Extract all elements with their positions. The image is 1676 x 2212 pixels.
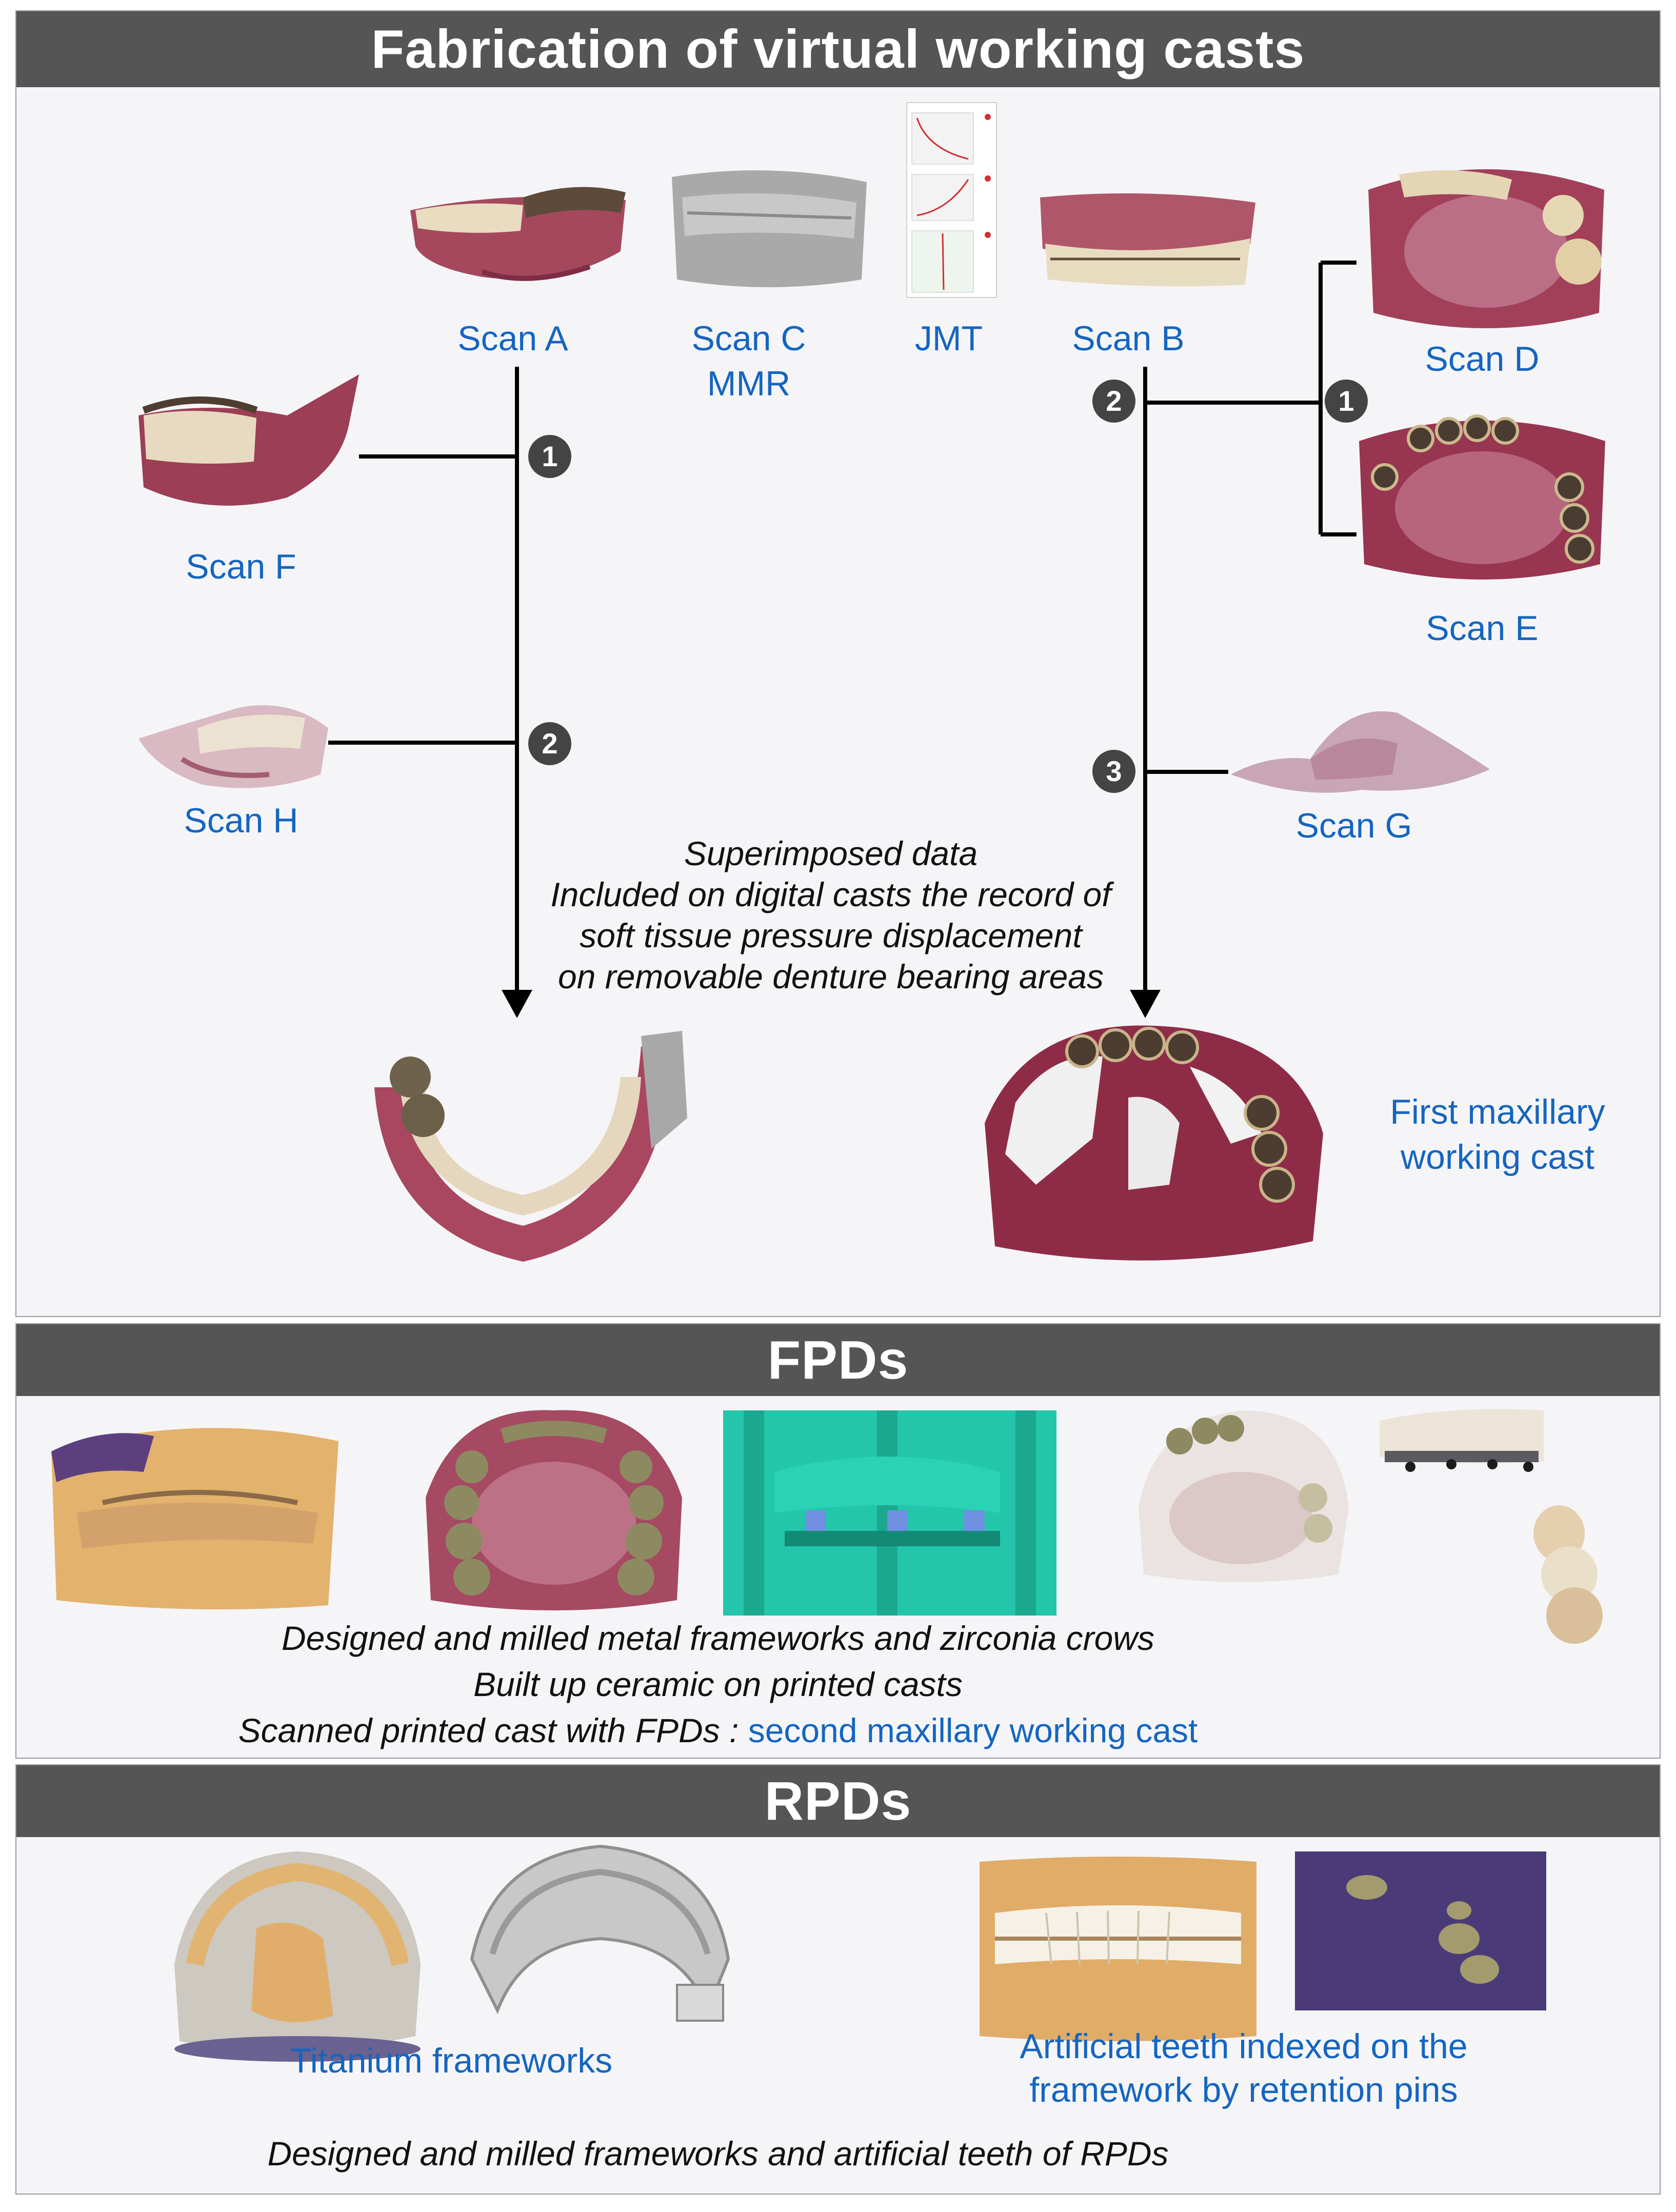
second-maxillary-working-cast-label: second maxillary working cast — [748, 1711, 1198, 1749]
rpds-banner: RPDs — [16, 1765, 1660, 1837]
first-maxillary-label-line-2: working cast — [1401, 1138, 1594, 1177]
fpd-note-line-1: Designed and milled metal frameworks and… — [281, 1619, 1155, 1657]
scan-c-label: Scan C — [691, 319, 806, 358]
scan-b-image — [1040, 193, 1255, 287]
scan-d-label: Scan D — [1425, 340, 1540, 378]
right-arrowhead — [1130, 990, 1161, 1018]
scan-g-image — [1231, 711, 1490, 793]
fpd-zirconia-crowns-image — [1380, 1409, 1603, 1644]
scan-g-label: Scan G — [1295, 806, 1412, 845]
virtual-casts-banner: Fabrication of virtual working casts — [16, 11, 1660, 87]
scan-f-label: Scan F — [186, 547, 296, 586]
mandibular-working-cast-image — [374, 1031, 687, 1262]
fpd-maxillary-arch-image — [426, 1410, 682, 1610]
artificial-teeth-label-line-1: Artificial teeth indexed on the — [1020, 2027, 1468, 2066]
scan-a-image — [410, 187, 626, 281]
rpd-bottom-note: Designed and milled frameworks and artif… — [267, 2135, 1169, 2173]
step-badge-2-left: 2 — [528, 722, 571, 765]
scan-f-image — [138, 374, 359, 506]
first-maxillary-label-line-1: First maxillary — [1390, 1092, 1605, 1131]
rpd-titanium-framework-on-cast-image — [174, 1851, 421, 2062]
scan-d-image — [1368, 169, 1604, 328]
first-maxillary-working-cast-image — [985, 1025, 1323, 1261]
scan-c-image — [672, 170, 867, 287]
left-arrowhead — [502, 990, 532, 1018]
jmt-label: JMT — [914, 319, 983, 358]
scan-b-label: Scan B — [1072, 319, 1185, 358]
fpd-note-line-2: Built up ceramic on printed casts — [473, 1665, 963, 1703]
step-badge-1-left: 1 — [528, 435, 571, 478]
step-badge-2-right: 2 — [1092, 380, 1135, 423]
superimposed-note-line-1: Superimposed data — [684, 834, 978, 872]
scan-a-label: Scan A — [457, 319, 568, 358]
fpd-articulated-stone-model-image — [51, 1428, 338, 1609]
step-badge-3-right: 3 — [1092, 750, 1135, 793]
scan-h-image — [138, 705, 328, 788]
mmr-label: MMR — [707, 364, 791, 403]
jmt-graph-image — [906, 102, 997, 298]
superimposed-note-line-4: on removable denture bearing areas — [557, 958, 1104, 995]
scan-e-image — [1359, 414, 1605, 580]
rpd-artificial-teeth-image — [1295, 1851, 1546, 2010]
step-badge-1-right: 1 — [1325, 380, 1368, 423]
superimposed-note-line-2: Included on digital casts the record of — [550, 875, 1111, 913]
fpds-banner: FPDs — [16, 1324, 1660, 1396]
flow-connectors — [328, 261, 1356, 1018]
fpd-note-line-3: Scanned printed cast with FPDs : second … — [103, 1708, 1333, 1753]
titanium-frameworks-label: Titanium frameworks — [290, 2041, 613, 2080]
fpd-note-line-3-prefix: Scanned printed cast with FPDs : — [238, 1711, 748, 1749]
rpd-articulated-model-image — [980, 1857, 1256, 2041]
superimposed-note-line-3: soft tissue pressure displacement — [580, 916, 1082, 954]
scan-h-label: Scan H — [184, 801, 298, 840]
fpd-scanned-cast-image — [1139, 1410, 1349, 1582]
scan-e-label: Scan E — [1426, 609, 1539, 648]
fpd-printed-model-image — [723, 1410, 1056, 1616]
artificial-teeth-label-line-2: framework by retention pins — [1029, 2070, 1458, 2109]
rpd-titanium-framework-image — [470, 1844, 730, 2022]
